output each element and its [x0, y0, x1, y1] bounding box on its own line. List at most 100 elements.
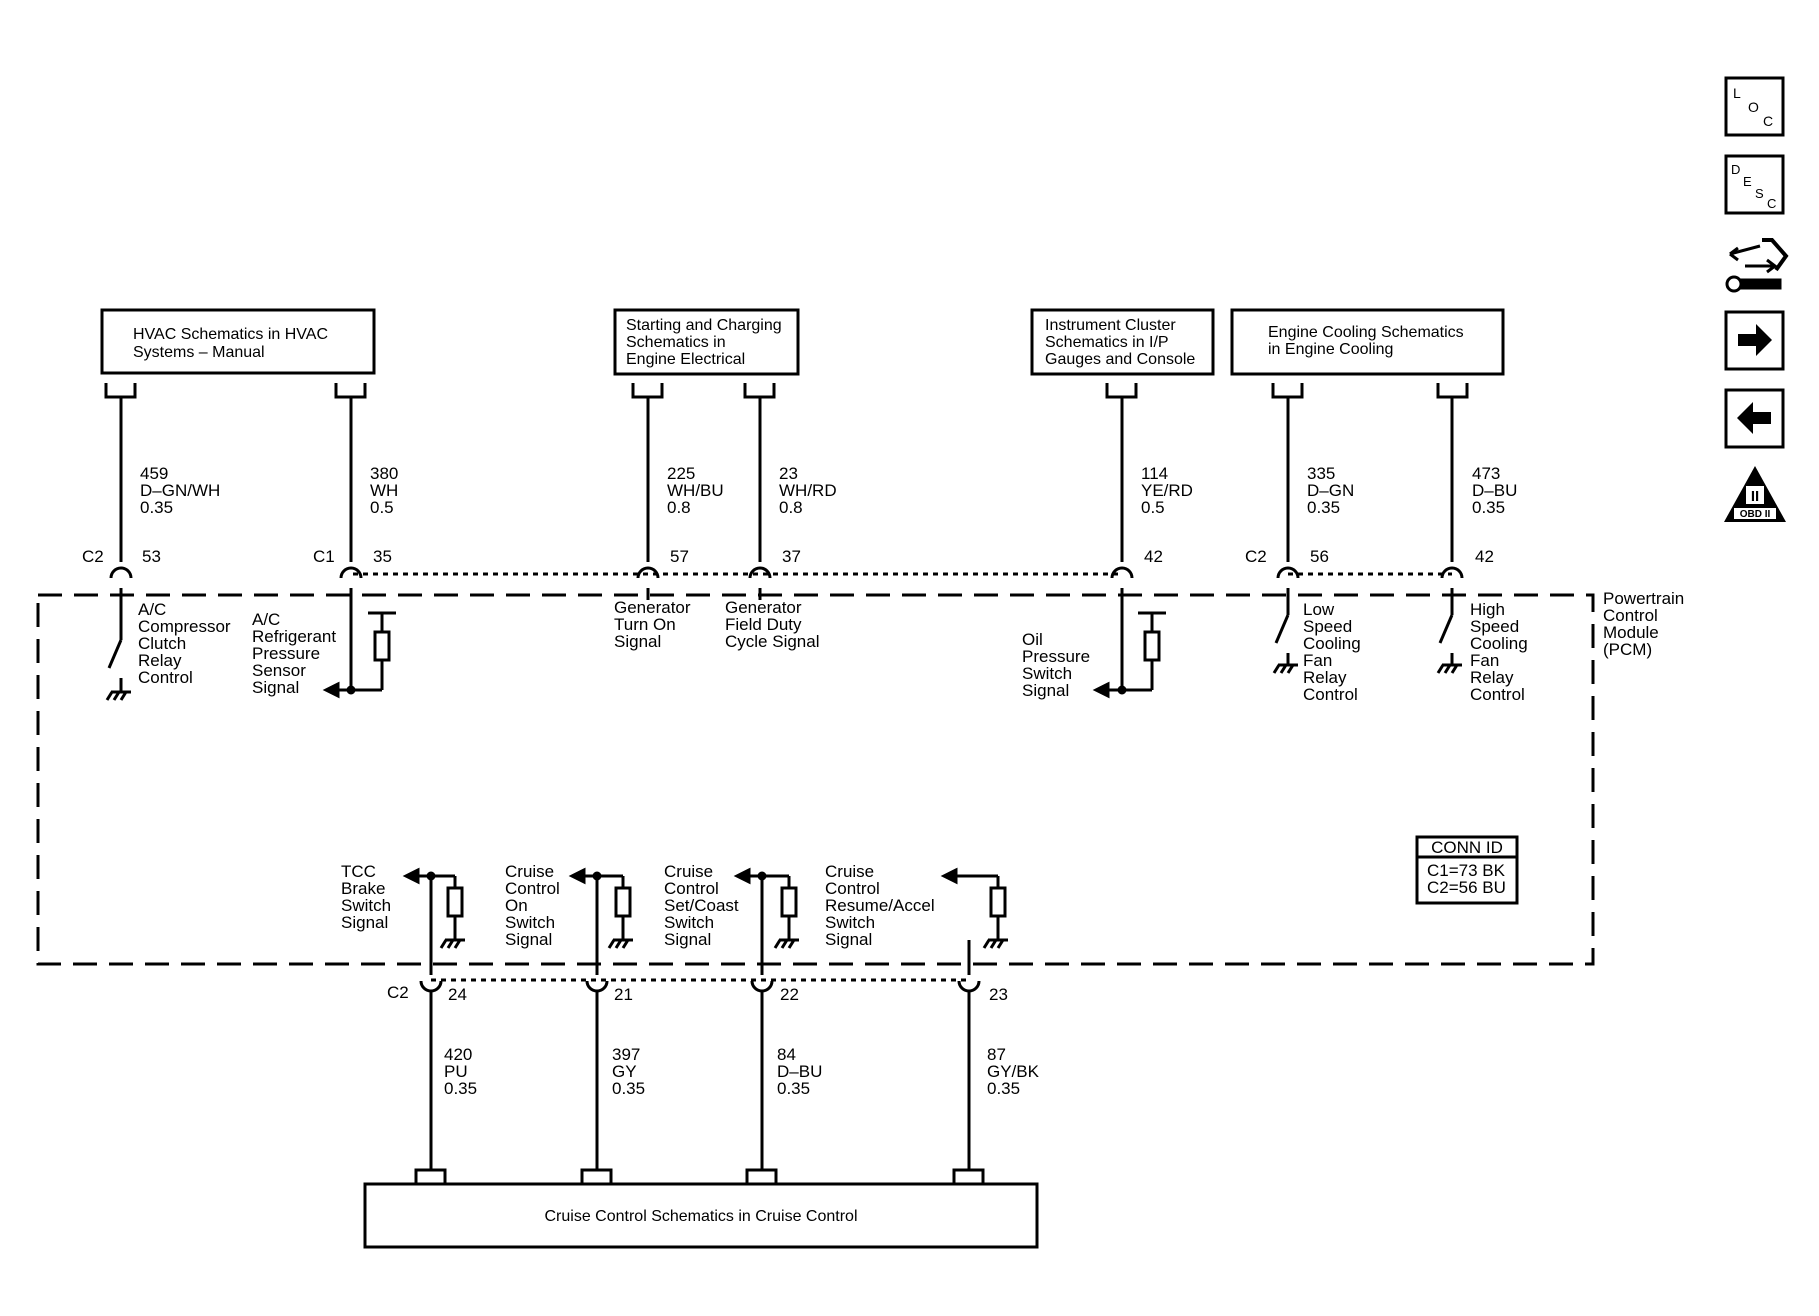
pcm-label-line: (PCM)	[1603, 640, 1652, 659]
engine-cooling-reference-box[interactable]: Engine Cooling Schematics in Engine Cool…	[1230, 308, 1505, 376]
pin-57-label: 57	[670, 547, 689, 566]
signal-label-line: Brake	[341, 879, 385, 898]
wire-420-size: 0.35	[444, 1079, 477, 1098]
arrow-right-icon[interactable]	[1724, 310, 1785, 371]
signal-label-line: Pressure	[252, 644, 320, 663]
cooling-box-line-2: in Engine Cooling	[1268, 341, 1393, 358]
signal-label-line: Control	[138, 668, 193, 687]
pin-arc	[957, 980, 981, 993]
cruise-control-reference-box[interactable]: Cruise Control Schematics in Cruise Cont…	[363, 1182, 1039, 1249]
wire-87-color: GY/BK	[987, 1062, 1040, 1081]
starting-charging-reference-box[interactable]: Starting and Charging Schematics in Engi…	[613, 308, 800, 376]
signal-label-line: A/C	[252, 610, 280, 629]
wire-87-size: 0.35	[987, 1079, 1020, 1098]
signal-label-line: TCC	[341, 862, 376, 881]
signal-label-line: Signal	[1022, 681, 1069, 700]
obd-numeral: II	[1751, 488, 1759, 505]
wire-459-number: 459	[140, 464, 168, 483]
wire-473-color: D–BU	[1472, 481, 1517, 500]
tcc-brake-input-circuit	[402, 867, 465, 975]
cruise-box-label: Cruise Control Schematics in Cruise Cont…	[545, 1208, 858, 1225]
signal-label-line: Signal	[664, 930, 711, 949]
pin-23-label: 23	[989, 985, 1008, 1004]
pin-24-label: 24	[448, 985, 467, 1004]
pin-42-label: 42	[1144, 547, 1163, 566]
arrow-left-icon[interactable]	[1724, 388, 1785, 449]
pin-arc	[1110, 566, 1134, 579]
obd-ii-icon[interactable]: II OBD II	[1724, 466, 1786, 522]
connector-c1-label: C1	[313, 547, 335, 566]
terminal-tab	[952, 1168, 985, 1184]
signal-label-line: Signal	[252, 678, 299, 697]
wire-335-color: D–GN	[1307, 481, 1354, 500]
pin-35-label: 35	[373, 547, 392, 566]
instrument-cluster-reference-box[interactable]: Instrument Cluster Schematics in I/P Gau…	[1030, 308, 1215, 376]
signal-label-line: Field Duty	[725, 615, 802, 634]
signal-label-line: Generator	[614, 598, 691, 617]
terminal-tab	[334, 383, 367, 399]
signal-label-line: Control	[664, 879, 719, 898]
pcm-label-line: Control	[1603, 606, 1658, 625]
wire-114-number: 114	[1141, 464, 1168, 483]
signal-label-line: Switch	[341, 896, 391, 915]
wire-84-size: 0.35	[777, 1079, 810, 1098]
loc-letter: L	[1733, 85, 1741, 101]
desc-letter: S	[1755, 186, 1764, 201]
signal-label-line: Switch	[825, 913, 875, 932]
terminal-tab	[414, 1168, 447, 1184]
signal-label-line: Low	[1303, 600, 1335, 619]
conn-id-box: CONN ID C1=73 BK C2=56 BU	[1415, 835, 1519, 905]
wire-420-number: 420	[444, 1045, 472, 1064]
wire-225-size: 0.8	[667, 498, 691, 517]
wire-459-size: 0.35	[140, 498, 173, 517]
low-speed-fan-driver-switch	[1272, 614, 1298, 674]
terminal-tab	[104, 383, 137, 399]
pin-arc	[419, 980, 443, 993]
wire-114-color: YE/RD	[1141, 481, 1193, 500]
pin-arc	[109, 566, 133, 579]
ac-clutch-driver-switch	[105, 639, 131, 701]
wire-380-color: WH	[370, 481, 398, 500]
pcm-label-line: Module	[1603, 623, 1659, 642]
desc-letter: D	[1731, 162, 1740, 177]
pin-21-label: 21	[614, 985, 633, 1004]
signal-label-line: Refrigerant	[252, 627, 336, 646]
pin-arc	[748, 566, 772, 579]
pin-arc	[1440, 566, 1464, 579]
hvac-reference-box[interactable]: HVAC Schematics in HVAC Systems – Manual	[100, 308, 376, 375]
terminal-tab	[1436, 383, 1469, 399]
signal-label-line: On	[505, 896, 528, 915]
wire-114-size: 0.5	[1141, 498, 1165, 517]
connector-tool-icon[interactable]	[1725, 238, 1789, 293]
desc-letter: E	[1743, 174, 1752, 189]
pin-37-label: 37	[782, 547, 801, 566]
terminal-tab	[1271, 383, 1304, 399]
signal-label-line: Switch	[664, 913, 714, 932]
wire-23-size: 0.8	[779, 498, 803, 517]
wire-225-number: 225	[667, 464, 695, 483]
cruise-resume-accel-input-circuit	[940, 867, 1008, 975]
signal-label-line: Clutch	[138, 634, 186, 653]
signal-label-line: Pressure	[1022, 647, 1090, 666]
starting-box-line-3: Engine Electrical	[626, 351, 745, 368]
pin-arc	[339, 566, 363, 579]
signal-label-line: Turn On	[614, 615, 676, 634]
loc-icon[interactable]: L O C	[1724, 76, 1785, 137]
signal-label-line: Signal	[825, 930, 872, 949]
wire-397-color: GY	[612, 1062, 637, 1081]
wire-473-size: 0.35	[1472, 498, 1505, 517]
signal-label-line: Signal	[614, 632, 661, 651]
wire-225-color: WH/BU	[667, 481, 724, 500]
conn-id-line-2: C2=56 BU	[1427, 878, 1506, 897]
signal-label-line: Cruise	[664, 862, 713, 881]
signal-label-line: Fan	[1470, 651, 1499, 670]
desc-icon[interactable]: D E S C	[1724, 154, 1785, 215]
pin-arc	[1276, 566, 1300, 579]
signal-label-line: Cycle Signal	[725, 632, 820, 651]
signal-label-line: Compressor	[138, 617, 231, 636]
obd-label: OBD II	[1740, 509, 1771, 520]
signal-label-line: A/C	[138, 600, 166, 619]
signal-label-line: High	[1470, 600, 1505, 619]
pin-arc	[750, 980, 774, 993]
